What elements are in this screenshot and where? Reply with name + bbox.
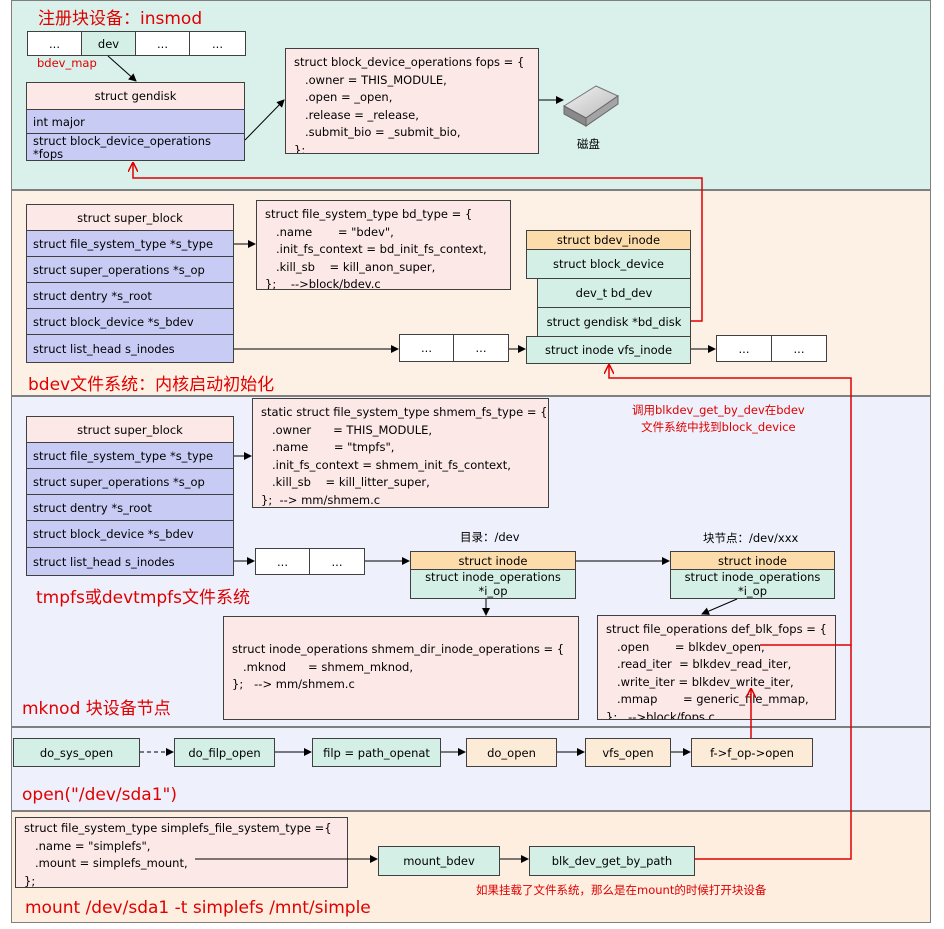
open-to-vfs-inode-arrow [609,365,852,646]
fops-code-block: struct block_device_operations fops = { … [285,48,539,154]
gendisk-major: int major [26,109,245,134]
mknod-title: mknod 块设备节点 [22,699,171,719]
node-iop-arrow [701,598,738,615]
mount-note: 如果挂载了文件系统，那么是在mount的时候打开块设备 [476,883,767,897]
disk-label: 磁盘 [577,137,600,151]
bdev-sb-field: struct dentry *s_root [26,282,234,309]
bdev-sb-field: struct super_operations *s_op [26,256,234,283]
bdev-map-cell: ... [27,31,82,56]
tmpfs-sb-field: struct list_head s_inodes [26,547,234,576]
open-step-vfs-open: vfs_open [585,738,671,767]
node-inode-ops: struct inode_operations *i_op [670,569,835,599]
hard-disk-icon [560,80,620,130]
bd-disk-to-gendisk-arrow [133,163,703,322]
blk-dev-get-by-path-box: blk_dev_get_by_path [529,846,695,876]
bdev-title: bdev文件系统：内核启动初始化 [28,375,275,395]
bdev-map-cell: ... [189,31,246,56]
insmod-title: 注册块设备：insmod [38,9,203,29]
open-step-do-open: do_open [466,738,557,767]
tmpfs-sb-field: struct block_device *s_bdev [26,520,234,548]
blk-get-to-blk-fops-arrow [695,645,852,860]
blkdev-lookup-note: 调用blkdev_get_by_dev在bdev 文件系统中找到block_de… [632,403,805,434]
tmpfs-title: tmpfs或devtmpfs文件系统 [36,588,251,608]
dir-ops-code: struct inode_operations shmem_dir_inode_… [223,616,579,720]
vfs-inode-field: struct inode vfs_inode [526,336,691,364]
open-title: open("/dev/sda1") [22,785,177,805]
bdev-inode-block-device: struct block_device [526,249,691,279]
blk-fops-code: struct file_operations def_blk_fops = { … [597,615,836,720]
bdev-disk-field: struct gendisk *bd_disk [537,307,691,337]
fops-to-code-arrow [244,99,285,141]
bdev-fstype-code: struct file_system_type bd_type = { .nam… [256,200,511,290]
tmpfs-fstype-code: static struct file_system_type shmem_fs_… [252,398,549,508]
bdev-list-cell-right: ... [771,335,827,362]
node-label: 块节点：/dev/xxx [703,531,799,545]
bdev-list-cell: ... [453,334,509,362]
gendisk-header: struct gendisk [26,82,245,110]
bdev-inode-header: struct bdev_inode [526,230,691,250]
gendisk-fops: struct block_device_operations *fops [26,133,245,161]
open-step-fop-open: f->f_op->open [691,738,813,767]
mount-fstype-code: struct file_system_type simplefs_file_sy… [15,817,348,888]
bdev-sb-field: struct list_head s_inodes [26,334,234,363]
open-step-do-sys-open: do_sys_open [13,738,140,767]
tmpfs-list-cell: ... [309,548,365,575]
mount-title: mount /dev/sda1 -t simplefs /mnt/simple [25,898,371,918]
dir-inode-ops: struct inode_operations *i_op [410,569,576,599]
bdev-dev-field: dev_t bd_dev [537,278,691,308]
open-step-do-filp-open: do_filp_open [174,738,275,767]
mount-bdev-box: mount_bdev [378,846,500,876]
bdev-map-label: bdev_map [37,56,97,70]
tmpfs-sb-header: struct super_block [26,416,234,443]
bdev-map-cell: dev [81,31,136,56]
tmpfs-sb-field: struct super_operations *s_op [26,468,234,495]
bdev-map-cell: ... [135,31,190,56]
dir-label: 目录：/dev [460,530,520,544]
map-to-gendisk-arrow [107,55,137,82]
open-step-path-openat: filp = path_openat [312,738,441,767]
